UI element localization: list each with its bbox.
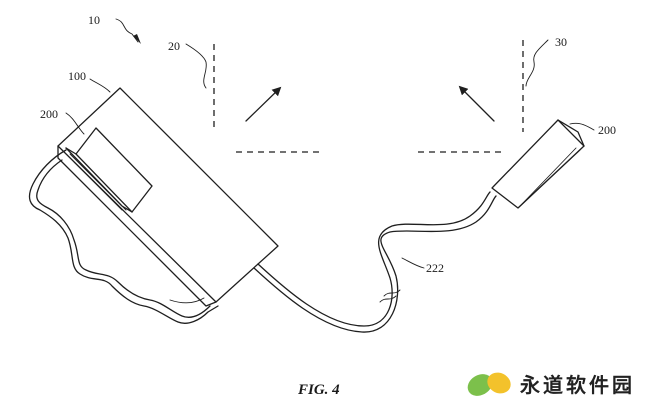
label-ref-20: 20	[168, 39, 180, 53]
arrow-up-right	[245, 86, 282, 122]
hand-outline	[28, 149, 219, 324]
watermark-leaf-icon	[467, 372, 511, 396]
leader-lines	[65, 18, 595, 269]
module-200-right	[491, 119, 585, 209]
label-ref-200-left: 200	[40, 107, 58, 121]
region-30-boundary	[418, 40, 524, 153]
figure-caption: FIG. 4	[297, 382, 340, 398]
label-ref-200-right: 200	[598, 123, 616, 137]
cable-222	[253, 191, 497, 333]
watermark-text: 永道软件园	[519, 373, 635, 397]
device-100	[57, 87, 279, 307]
arrow-up-left	[458, 85, 495, 122]
label-ref-10: 10	[88, 13, 100, 27]
watermark: 永道软件园	[467, 372, 635, 397]
label-ref-100: 100	[68, 69, 86, 83]
leaf-yellow-shape	[487, 372, 511, 394]
module-200-left	[65, 127, 153, 213]
label-ref-30: 30	[555, 35, 567, 49]
leaf-green-shape	[467, 374, 493, 396]
label-ref-222: 222	[426, 261, 444, 275]
region-20-boundary	[213, 44, 324, 153]
leader-10-arrowhead	[133, 34, 141, 44]
